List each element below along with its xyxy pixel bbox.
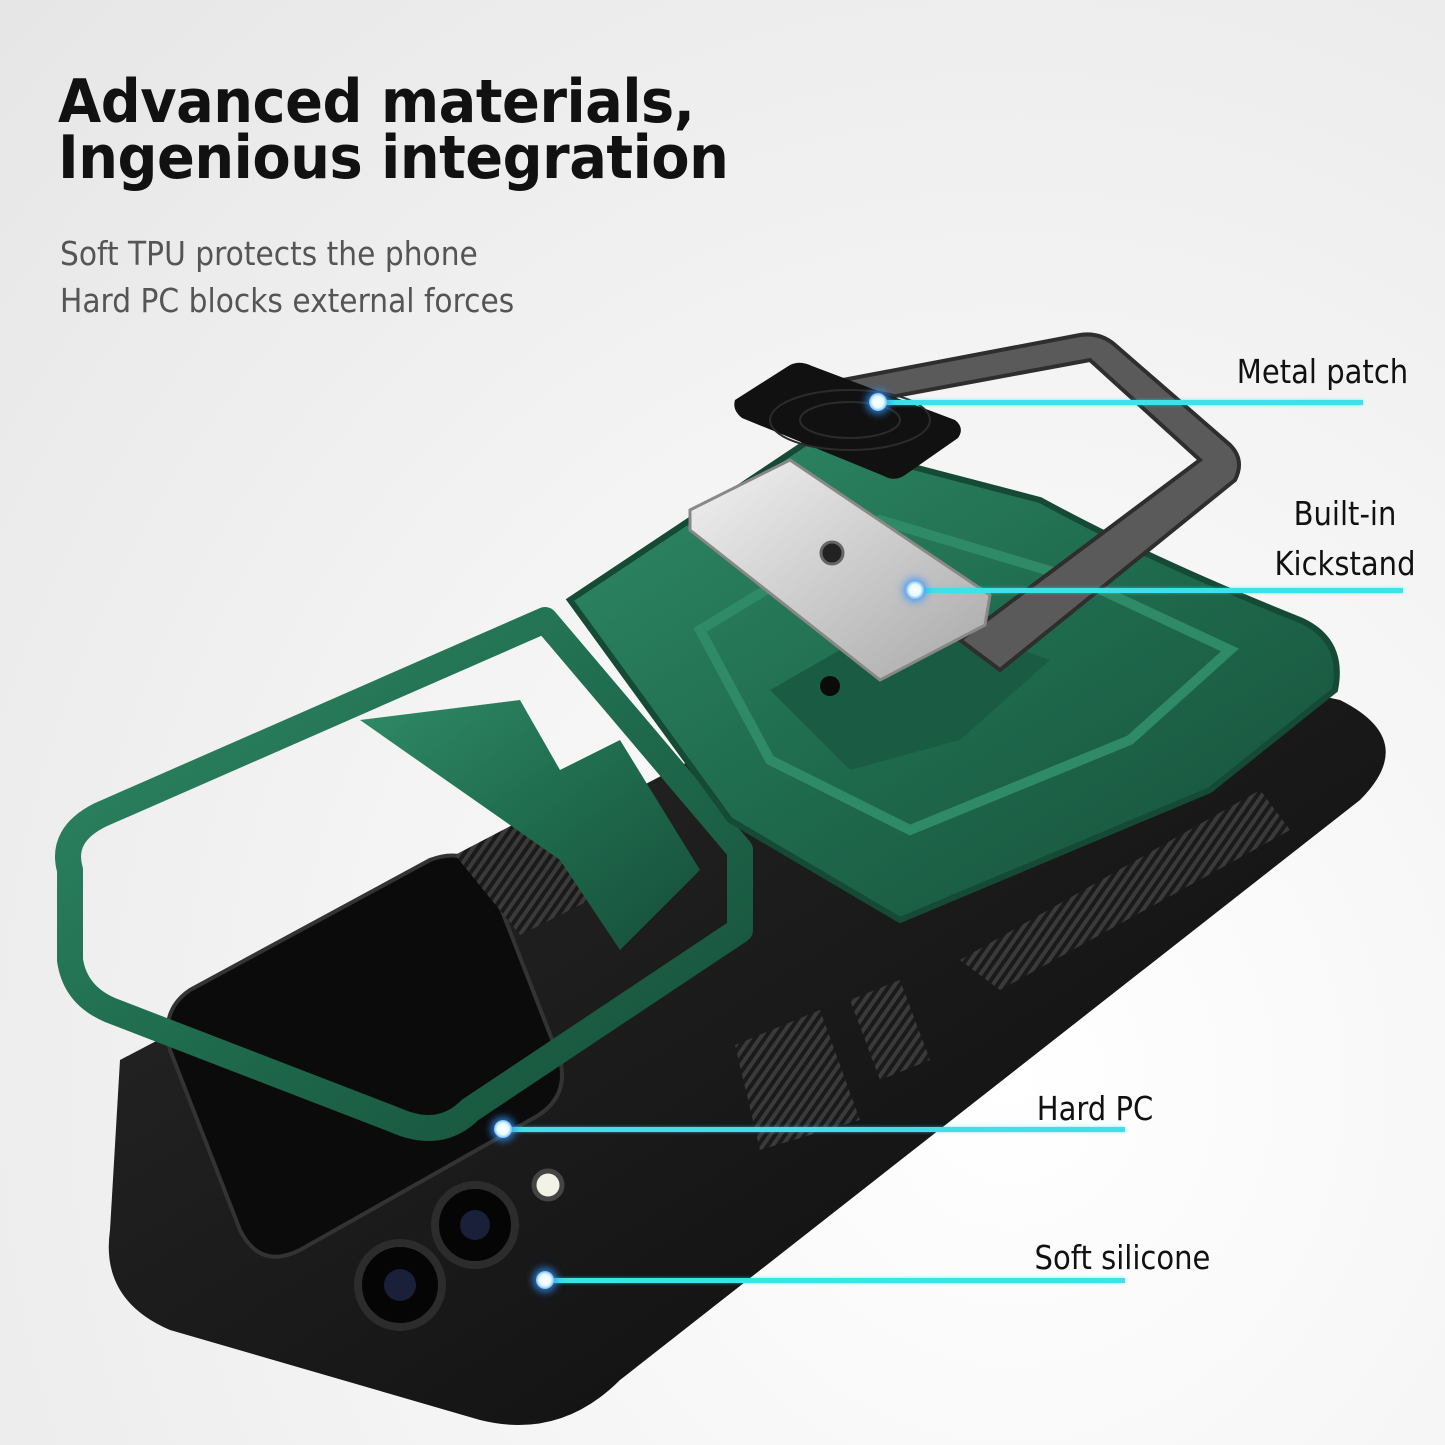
kickstand-ring [784, 332, 1241, 673]
callout-line [545, 1278, 1125, 1283]
subtitle-line-2: Hard PC blocks external forces [60, 281, 515, 320]
callout-label-line-1: Built-in [1293, 494, 1397, 533]
callout-dot-icon [494, 1120, 512, 1138]
headline-line-1: Advanced materials, [58, 67, 695, 137]
callout-line [878, 400, 1363, 405]
callout-label: Built-in Kickstand [1253, 494, 1438, 584]
callout-label: Soft silicone [1034, 1238, 1211, 1277]
subtitle-line-1: Soft TPU protects the phone [60, 234, 478, 273]
kickstand-plate [688, 458, 992, 682]
headline: Advanced materials, Ingenious integratio… [58, 67, 729, 193]
callout-dot-icon [869, 393, 887, 411]
callout-dot-icon [536, 1271, 554, 1289]
headline-line-2: Ingenious integration [58, 123, 729, 193]
callout-line [503, 1127, 1125, 1132]
callout-label-line-2: Kickstand [1274, 544, 1416, 583]
callout-line [915, 588, 1403, 593]
callout-label: Hard PC [1036, 1089, 1154, 1128]
callout-label: Metal patch [1236, 352, 1409, 391]
callout-dot-icon [906, 581, 924, 599]
subtitle: Soft TPU protects the phone Hard PC bloc… [60, 230, 514, 324]
metal-patch [734, 362, 961, 479]
